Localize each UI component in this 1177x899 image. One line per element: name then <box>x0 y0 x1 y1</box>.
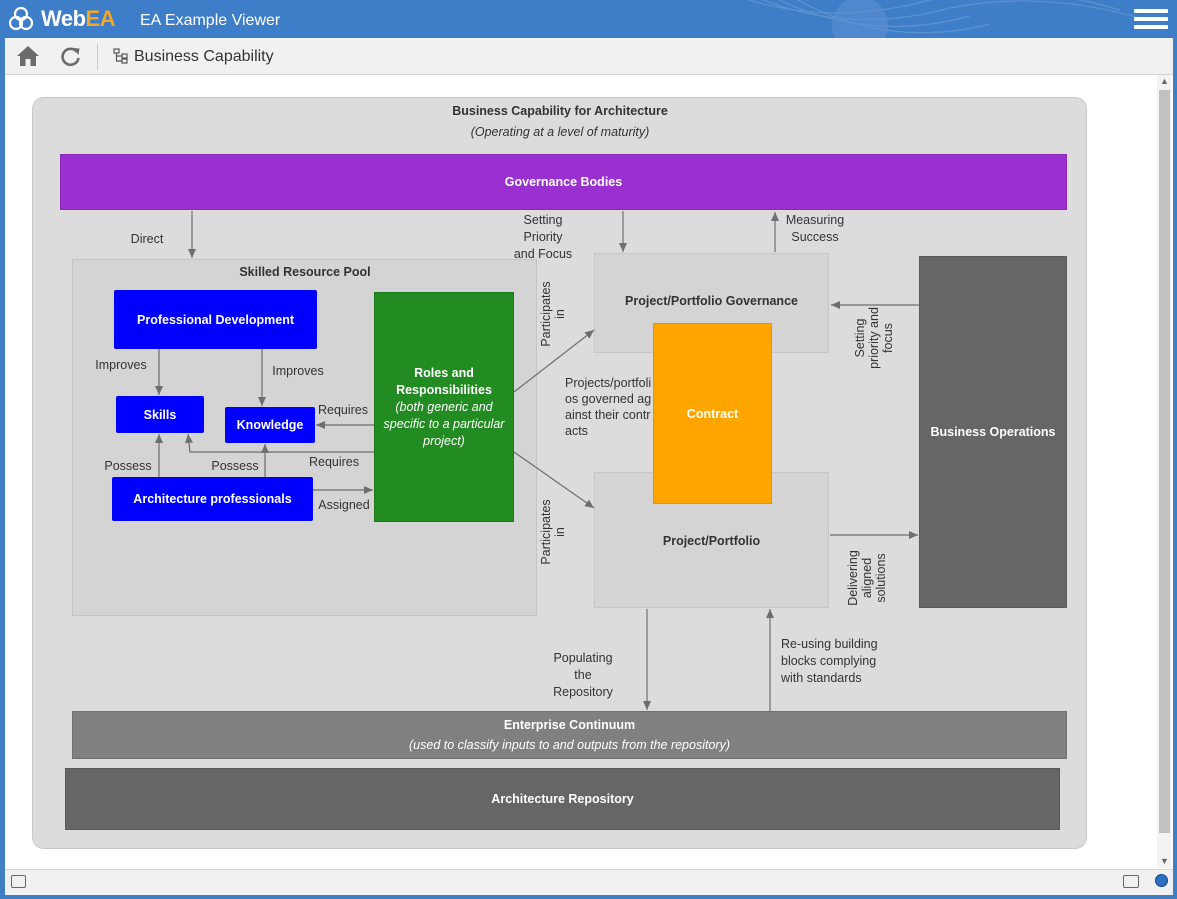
app-title: EA Example Viewer <box>140 12 281 29</box>
webea-logo: WebEA <box>41 6 116 31</box>
label-possess-2: Possess <box>211 459 259 473</box>
scroll-down-arrow-icon[interactable]: ▼ <box>1160 856 1169 866</box>
label-possess-1: Possess <box>104 459 152 473</box>
label-requires-1: Requires <box>317 403 369 417</box>
enterprise-continuum[interactable]: Enterprise Continuum (used to classify i… <box>72 711 1067 759</box>
user-icon[interactable] <box>1155 874 1168 887</box>
header-decoration <box>746 0 1141 38</box>
label-requires-2: Requires <box>308 455 360 469</box>
scroll-up-arrow-icon[interactable]: ▲ <box>1160 76 1169 86</box>
panel-left-icon[interactable] <box>11 875 26 888</box>
contract[interactable]: Contract <box>653 323 772 504</box>
connector-participates-governance <box>513 329 595 393</box>
label-projects-governed: Projects/portfolios governed against the… <box>565 376 652 438</box>
diagram-icon <box>113 48 128 64</box>
professional-development[interactable]: Professional Development <box>114 290 317 349</box>
skilled-resource-pool-title: Skilled Resource Pool <box>239 265 371 279</box>
project-portfolio-governance[interactable]: Project/Portfolio Governance <box>594 253 829 353</box>
connector-participates-portfolio <box>513 451 595 509</box>
panel-right-icon[interactable] <box>1123 875 1139 888</box>
label-participates-in-1: Participates in <box>539 281 567 347</box>
scrollbar-thumb[interactable] <box>1159 90 1170 833</box>
knowledge[interactable]: Knowledge <box>225 407 315 443</box>
toolbar <box>5 38 1173 75</box>
label-populating-repository: Populating the Repository <box>553 651 613 699</box>
label-reusing-building-blocks: Re-using building blocks complying with … <box>781 637 878 685</box>
label-measuring-success: Measuring Success <box>785 213 845 244</box>
frame-title: Business Capability for Architecture <box>452 104 668 118</box>
label-delivering-aligned-solutions: Delivering aligned solutions <box>846 550 888 606</box>
label-direct: Direct <box>130 232 164 246</box>
connector-requires-skills <box>185 433 374 453</box>
webea-logo-icon <box>8 6 34 31</box>
skills[interactable]: Skills <box>116 396 204 433</box>
label-improves-2: Improves <box>272 364 324 378</box>
frame-subtitle: (Operating at a level of maturity) <box>470 125 650 139</box>
toolbar-separator <box>97 44 98 70</box>
label-assigned: Assigned <box>318 498 370 512</box>
business-operations[interactable]: Business Operations <box>919 256 1067 608</box>
home-icon[interactable] <box>15 44 41 68</box>
architecture-repository[interactable]: Architecture Repository <box>65 768 1060 830</box>
refresh-icon[interactable] <box>60 45 82 67</box>
label-participates-in-2: Participates in <box>539 499 567 565</box>
governance-bodies[interactable]: Governance Bodies <box>60 154 1067 210</box>
status-bar <box>5 869 1173 895</box>
architecture-professionals[interactable]: Architecture professionals <box>112 477 313 521</box>
label-setting-priority-and-focus: Setting priority and focus <box>853 307 895 369</box>
roles-and-responsibilities[interactable]: Roles and Responsibilities (both generic… <box>374 292 514 522</box>
hamburger-menu-icon[interactable] <box>1134 6 1168 32</box>
label-setting-priority-focus: Setting Priority and Focus <box>513 213 573 261</box>
label-improves-1: Improves <box>95 358 147 372</box>
app-header: WebEA EA Example Viewer <box>0 0 1177 38</box>
breadcrumb-label: Business Capability <box>134 48 274 65</box>
